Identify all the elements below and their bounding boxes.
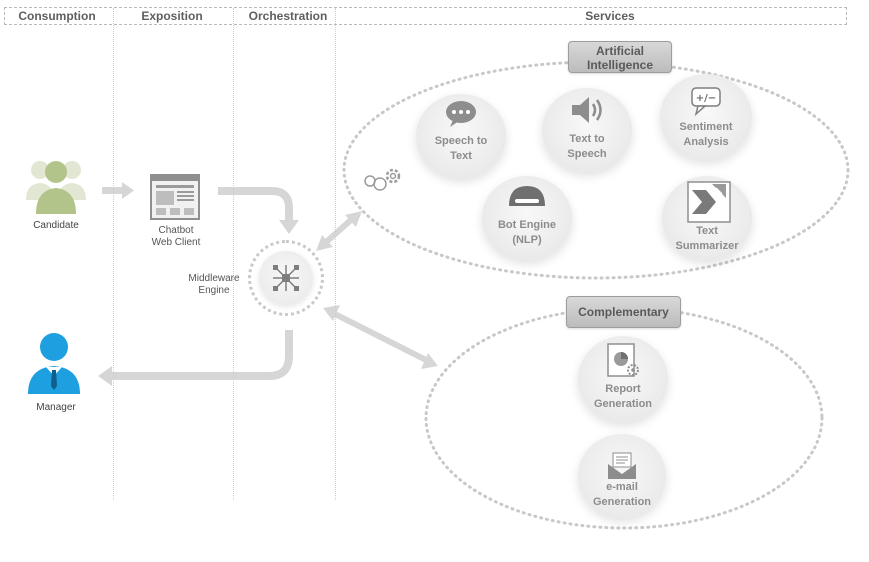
- speech-bubble-icon: [446, 101, 476, 127]
- column-title-exposition: Exposition: [141, 9, 203, 23]
- report-generation-label: Report Generation: [593, 383, 653, 410]
- gears-icon: [364, 168, 401, 191]
- report-document-icon: [607, 343, 639, 377]
- middleware-engine-label: Middleware Engine: [188, 273, 240, 296]
- email-generation-node: e-mail Generation: [578, 434, 666, 518]
- text-summarizer-label: Text Summarizer: [675, 225, 739, 252]
- sentiment-analysis-label: Sentiment Analysis: [679, 121, 733, 148]
- arrow-middleware-to-manager: [98, 330, 293, 386]
- sentiment-analysis-node: +/− Sentiment Analysis: [660, 74, 752, 160]
- candidate-label: Candidate: [33, 220, 79, 231]
- sentiment-bubble-icon: +/−: [691, 87, 721, 116]
- text-to-speech-label: Text to Speech: [567, 133, 607, 160]
- chatbot-web-client-label: Chatbot Web Client: [151, 225, 201, 248]
- bot-dome-icon: [509, 186, 545, 206]
- header-band: [4, 7, 847, 25]
- complementary-title: Complementary: [566, 296, 681, 328]
- manager-label: Manager: [36, 402, 76, 413]
- speech-to-text-node: Speech to Text: [416, 94, 506, 178]
- column-title-consumption: Consumption: [18, 9, 96, 23]
- column-title-orchestration: Orchestration: [248, 9, 328, 23]
- artificial-intelligence-title: Artificial Intelligence: [568, 41, 672, 73]
- bot-engine-label: Bot Engine (NLP): [497, 219, 557, 246]
- column-divider: [335, 8, 336, 500]
- column-divider: [233, 8, 234, 500]
- arrow-middleware-ai: [316, 211, 362, 251]
- envelope-icon: [608, 452, 636, 479]
- email-generation-label: e-mail Generation: [592, 481, 652, 508]
- summarizer-document-icon: [687, 181, 731, 223]
- chatbot-web-client-icon: [150, 174, 200, 220]
- network-hub-icon: [273, 265, 299, 291]
- arrow-chatbot-to-middleware: [218, 187, 299, 234]
- speaker-icon: [572, 97, 602, 123]
- speech-to-text-label: Speech to Text: [434, 135, 488, 162]
- arrow-middleware-complementary: [323, 305, 438, 369]
- sentiment-icon-text: +/−: [696, 93, 716, 104]
- report-generation-node: Report Generation: [578, 336, 668, 422]
- middleware-engine-node: [248, 240, 324, 316]
- manager-icon: [28, 333, 80, 394]
- text-summarizer-node: Text Summarizer: [662, 176, 752, 260]
- column-title-services: Services: [585, 9, 635, 23]
- text-to-speech-node: Text to Speech: [542, 88, 632, 172]
- candidate-icon: [26, 161, 86, 214]
- column-divider: [113, 8, 114, 500]
- bot-engine-node: Bot Engine (NLP): [482, 176, 572, 260]
- arrow-candidate-to-chatbot: [102, 182, 134, 199]
